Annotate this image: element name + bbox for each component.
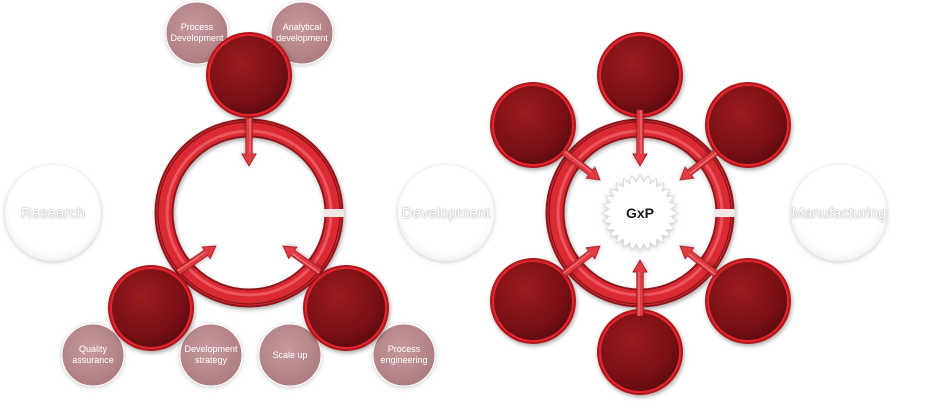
left-node-bottom-right [303, 265, 389, 351]
satellite-quality-assurance [61, 323, 125, 387]
right-node-bottom-left [490, 258, 576, 344]
arrow-bottom-right-to-left-center [282, 245, 323, 276]
right-node-top [597, 32, 683, 118]
satellite-process-engineering [372, 323, 436, 387]
arrow-to-gxp-2 [679, 148, 719, 181]
arrow-top-to-left-center [241, 117, 257, 167]
right-node-top-left [490, 82, 576, 168]
arrow-to-gxp-3 [679, 245, 719, 278]
gxp-starburst [601, 174, 679, 252]
left-node-top [206, 32, 292, 118]
satellite-analytical-development [270, 1, 334, 65]
satellite-process-development [165, 1, 229, 65]
stage-circle-development [398, 165, 494, 261]
left-node-bottom-left [108, 265, 194, 351]
satellite-scale-up [258, 323, 322, 387]
arrow-to-gxp-6 [561, 148, 601, 181]
arrow-bottom-left-to-left-center [175, 245, 217, 276]
right-node-bottom-right [705, 258, 791, 344]
satellite-development-strategy [179, 323, 243, 387]
arrow-to-gxp-4 [632, 259, 648, 317]
arrow-to-gxp-1 [632, 109, 648, 167]
stage-circle-research [5, 165, 101, 261]
arrow-to-gxp-5 [561, 245, 601, 278]
right-node-bottom [597, 309, 683, 395]
right-node-top-right [705, 82, 791, 168]
stage-circle-manufacturing [791, 165, 887, 261]
